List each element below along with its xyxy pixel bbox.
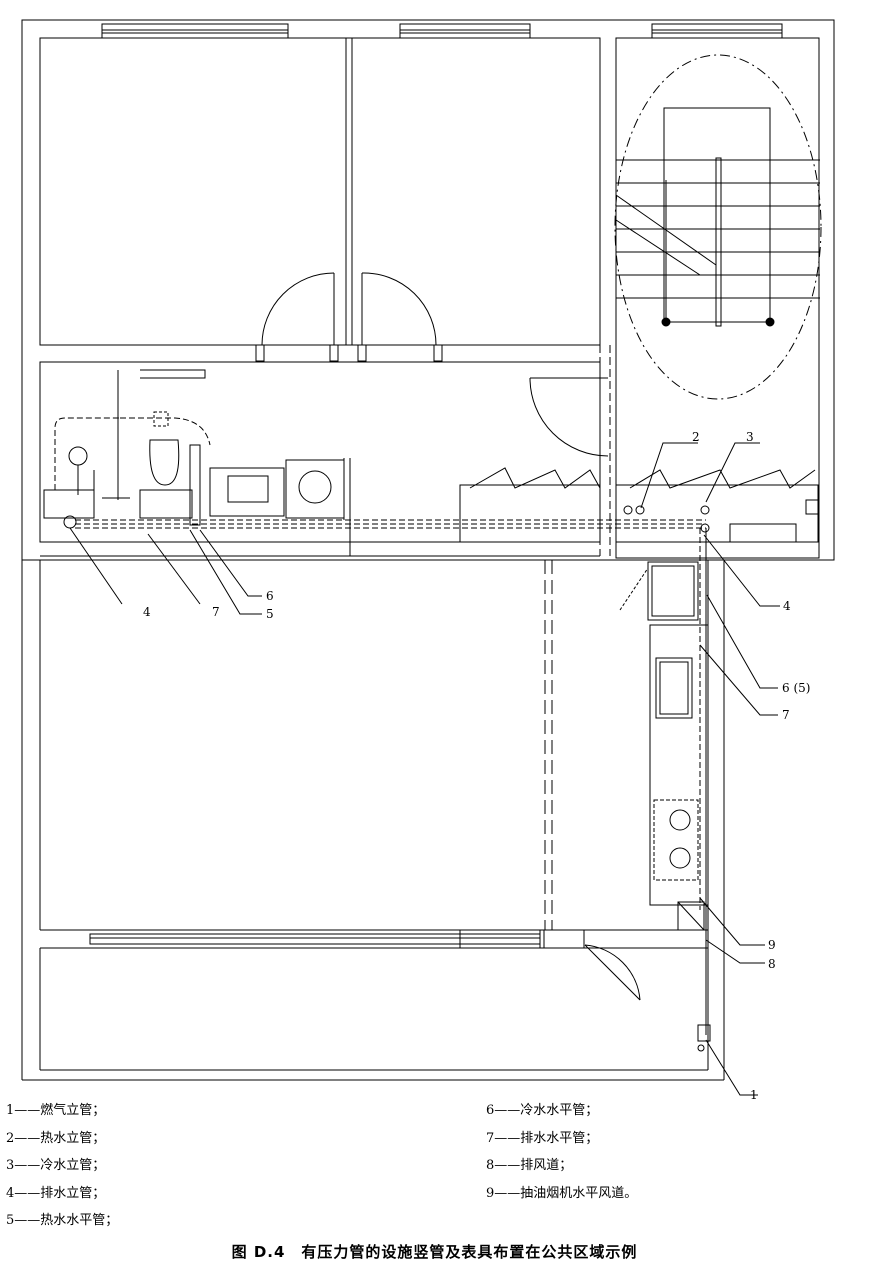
legend-right: 6——冷水水平管； 7——排水水平管； 8——排风道； 9——抽油烟机水平风道。 xyxy=(486,1097,637,1207)
legend-item: 8——排风道； xyxy=(486,1158,573,1173)
callout-1: 1 xyxy=(750,1088,758,1100)
doors xyxy=(255,272,641,1001)
kitchen-fixtures xyxy=(619,561,709,931)
callout-7-right: 7 xyxy=(782,708,790,722)
corridor-units xyxy=(459,345,819,556)
windows xyxy=(89,23,783,949)
callout-4-right: 4 xyxy=(783,599,791,613)
callout-7-left: 7 xyxy=(212,605,220,619)
callout-8: 8 xyxy=(768,957,776,971)
callout-4-left: 4 xyxy=(143,605,151,619)
callout-6: 6 xyxy=(266,589,274,603)
shaft-ducts xyxy=(543,560,585,949)
building-walls xyxy=(21,19,835,1081)
legend-item: 7——排水水平管； xyxy=(486,1130,599,1146)
legend-item: 1——燃气立管； xyxy=(6,1103,106,1118)
legend-left: 1——燃气立管； 2——热水立管； 3——冷水立管； 4——排水立管； 5——热… xyxy=(6,1097,118,1235)
callout-9: 9 xyxy=(768,938,776,952)
legend-item: 3——冷水立管； xyxy=(6,1158,106,1173)
leader-lines xyxy=(69,442,780,1096)
callout-3: 3 xyxy=(746,430,754,444)
bathroom-fixtures xyxy=(43,369,351,556)
callout-2: 2 xyxy=(692,430,700,444)
callout-5: 5 xyxy=(266,607,274,621)
legend-item: 6——冷水水平管； xyxy=(486,1103,599,1118)
legend-item: 9——抽油烟机水平风道。 xyxy=(486,1185,638,1201)
floor-plan-diagram: 2 3 4 6 (5) 7 9 8 1 4 7 6 5 xyxy=(21,19,835,1100)
callout-6-5: 6 (5) xyxy=(782,681,810,695)
stairwell xyxy=(614,54,822,400)
pipes xyxy=(63,505,711,1052)
legend-item: 2——热水立管； xyxy=(6,1130,106,1146)
legend-item: 5——热水水平管； xyxy=(6,1213,119,1228)
legend-item: 4——排水立管； xyxy=(6,1185,106,1201)
figure-caption: 图 D.4 有压力管的设施竖管及表具布置在公共区域示例 xyxy=(231,1243,638,1261)
